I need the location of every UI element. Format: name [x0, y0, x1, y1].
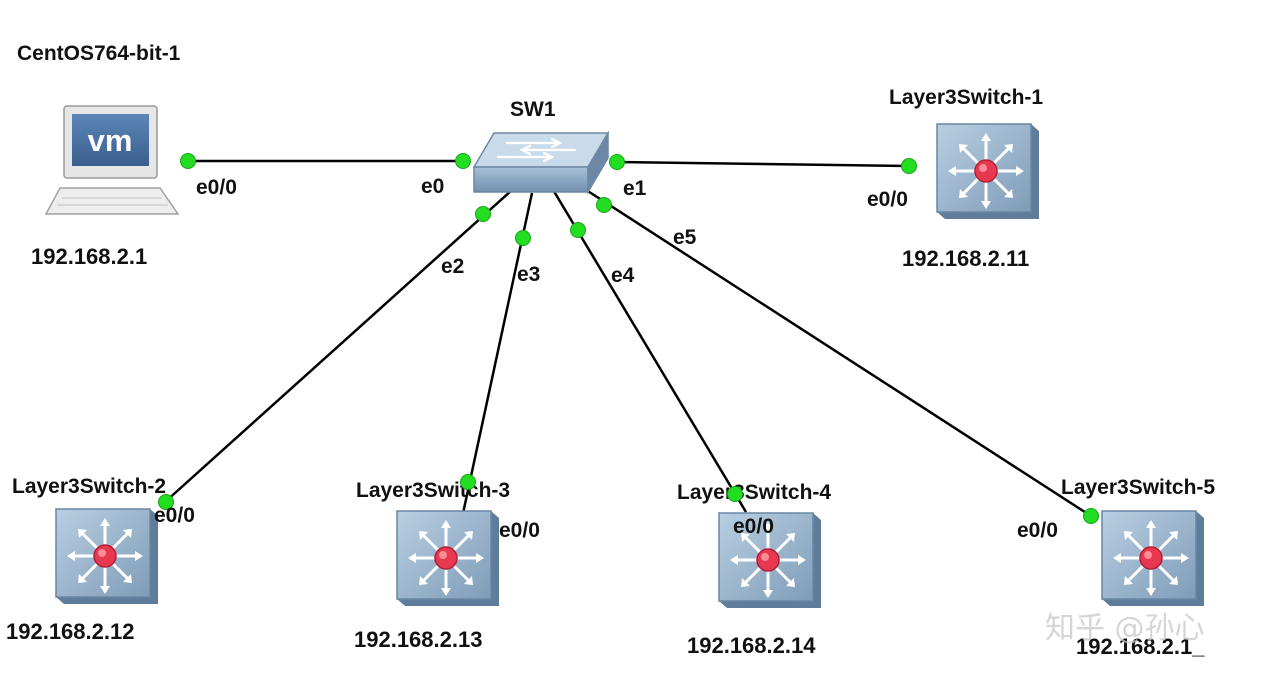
device-name-layer3switch-1: Layer3Switch-1 [889, 86, 1043, 109]
link-sw1-l3-2[interactable] [164, 189, 513, 503]
device-layer3switch-3[interactable]: Layer3Switch-3 192.168.2.13 [354, 479, 510, 652]
ip-address-layer3switch-3: 192.168.2.13 [354, 627, 482, 652]
layer3-switch-icon [396, 510, 499, 606]
layer3-switch-icon [1101, 510, 1204, 606]
watermark-text: 知乎 @孙心 [1045, 611, 1205, 646]
port-labels: e0/0 e0 e1 e0/0 e2 e3 e4 e5 e0/0 e0/0 e0… [154, 175, 1058, 542]
link-sw1-l3-5[interactable] [579, 184, 1092, 518]
port-label-sw1-e5: e5 [673, 226, 697, 249]
device-name-layer3switch-4: Layer3Switch-4 [677, 481, 831, 504]
layer3-switch-icon [936, 123, 1039, 219]
layer3-switch-icon [55, 508, 158, 604]
device-name-layer3switch-5: Layer3Switch-5 [1061, 476, 1215, 499]
port-dots [158, 153, 1099, 524]
port-label-l3-3-e0-0: e0/0 [499, 519, 540, 542]
link-sw1-l3-3[interactable] [460, 192, 534, 519]
ip-address-layer3switch-1: 192.168.2.11 [902, 246, 1029, 271]
ip-address-layer3switch-5: 192.168.2.1_ [1076, 634, 1205, 659]
port-label-sw1-e4: e4 [611, 264, 635, 287]
port-label-sw1-e1: e1 [623, 177, 647, 200]
vm-badge: vm [88, 123, 133, 158]
port-dot-sw1-e4 [570, 222, 586, 238]
port-label-l3-1-e0-0: e0/0 [867, 188, 908, 211]
layer3-switch-icon [718, 512, 821, 608]
vm-workstation-icon: vm [44, 105, 180, 215]
device-name-centos: CentOS764-bit-1 [17, 42, 181, 65]
device-name-sw1: SW1 [510, 98, 556, 121]
port-dot-l3-3-e0-0 [460, 474, 476, 490]
port-dot-l3-1-e0-0 [901, 158, 917, 174]
port-dot-sw1-e2 [475, 206, 491, 222]
port-dot-l3-2-e0-0 [158, 494, 174, 510]
port-label-l3-2-e0-0: e0/0 [154, 504, 195, 527]
device-centos[interactable]: vm CentOS764-bit-1 192.168.2.1 [17, 42, 181, 269]
ethernet-switch-icon [472, 130, 610, 195]
port-label-l3-5-e0-0: e0/0 [1017, 519, 1058, 542]
ip-address-layer3switch-2: 192.168.2.12 [6, 619, 134, 644]
device-layer3switch-2[interactable]: Layer3Switch-2 192.168.2.12 [6, 475, 166, 644]
device-sw1[interactable]: SW1 [472, 98, 610, 195]
port-label-sw1-e0: e0 [421, 175, 444, 198]
device-layer3switch-4[interactable]: Layer3Switch-4 192.168.2.14 [677, 481, 831, 658]
ip-address-layer3switch-4: 192.168.2.14 [687, 633, 816, 658]
device-layer3switch-5[interactable]: Layer3Switch-5 192.168.2.1_ [1061, 476, 1215, 659]
device-layer3switch-1[interactable]: Layer3Switch-1 192.168.2.11 [889, 86, 1043, 271]
port-dot-l3-5-e0-0 [1083, 508, 1099, 524]
port-dot-sw1-e5 [596, 197, 612, 213]
device-name-layer3switch-3: Layer3Switch-3 [356, 479, 510, 502]
port-dot-sw1-e1 [609, 154, 625, 170]
link-sw1-l3-1[interactable] [615, 160, 911, 168]
ip-address-centos: 192.168.2.1 [31, 244, 147, 269]
port-dot-centos-e0-0 [180, 153, 196, 169]
port-dot-sw1-e3 [515, 230, 531, 246]
port-label-sw1-e2: e2 [441, 255, 464, 278]
links [164, 159, 1092, 519]
link-sw1-l3-4[interactable] [550, 187, 748, 513]
port-label-sw1-e3: e3 [517, 263, 540, 286]
port-dot-sw1-e0 [455, 153, 471, 169]
port-dot-l3-4-e0-0 [727, 486, 743, 502]
port-label-l3-4-e0-0: e0/0 [733, 515, 774, 538]
port-label-centos-e0-0: e0/0 [196, 176, 237, 199]
device-name-layer3switch-2: Layer3Switch-2 [12, 475, 166, 498]
